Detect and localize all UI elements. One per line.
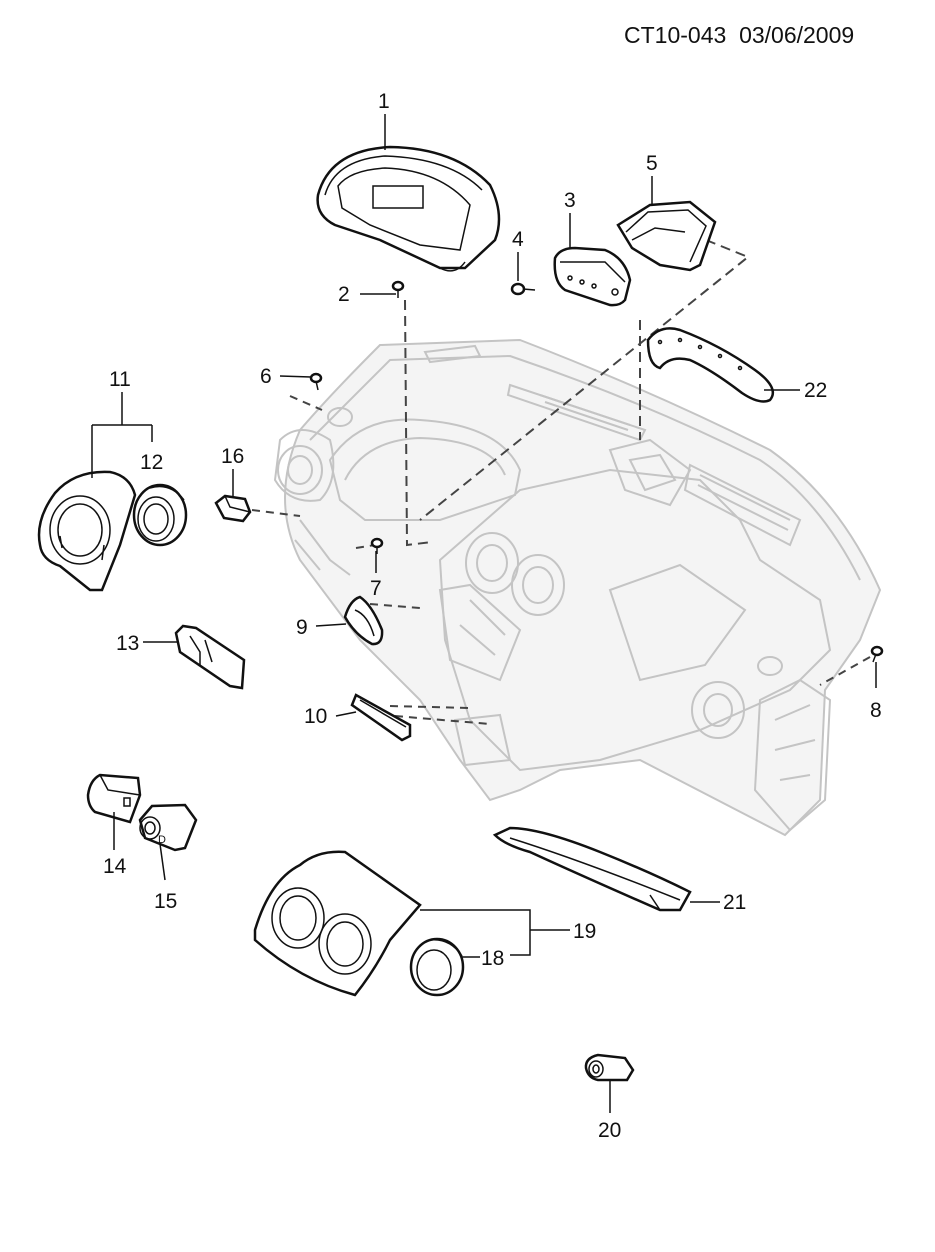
switch-bezel — [616, 200, 717, 272]
callout-15: 15 — [154, 890, 177, 913]
callout-labels: 1 2 3 4 5 6 7 8 9 10 11 12 13 14 15 16 1… — [103, 90, 882, 1142]
callout-6: 6 — [260, 365, 272, 388]
diagram-code: CT10-043 — [624, 22, 727, 48]
callout-1: 1 — [378, 90, 390, 113]
trim-strip-13 — [174, 624, 246, 690]
side-cover-9 — [343, 595, 384, 646]
screw-6 — [309, 372, 323, 391]
switch-module — [553, 246, 632, 307]
air-vent-12 — [132, 483, 188, 547]
diagram-header: CT10-043 03/06/2009 — [624, 22, 854, 49]
callout-20: 20 — [598, 1119, 621, 1142]
trim-piece-10 — [350, 693, 412, 742]
callout-8: 8 — [870, 699, 882, 722]
diagram-date: 03/06/2009 — [739, 22, 855, 48]
callout-16: 16 — [221, 445, 244, 468]
left-vent-housing — [37, 470, 137, 592]
callout-19: 19 — [573, 920, 596, 943]
trim-strip-21 — [492, 826, 692, 912]
callout-9: 9 — [296, 616, 308, 639]
callout-14: 14 — [103, 855, 127, 878]
switch-marking: D — [158, 834, 166, 846]
callout-11: 11 — [109, 368, 131, 391]
switch-16 — [214, 494, 252, 523]
assembly-lines — [251, 239, 871, 725]
callout-10: 10 — [304, 705, 327, 728]
screw-4 — [510, 282, 536, 296]
cover-plate — [646, 327, 775, 403]
callout-21: 21 — [723, 891, 746, 914]
screw-8 — [870, 645, 884, 663]
leader-lines — [91, 114, 877, 1113]
center-vent-housing — [253, 850, 422, 997]
switch-20 — [584, 1053, 635, 1082]
callout-7: 7 — [370, 577, 382, 600]
callout-12: 12 — [140, 451, 163, 474]
callout-5: 5 — [646, 152, 658, 175]
callout-22: 22 — [804, 379, 827, 402]
callout-18: 18 — [481, 947, 504, 970]
callout-4: 4 — [512, 228, 524, 251]
dashboard-panel — [273, 338, 882, 837]
switch-14 — [86, 773, 142, 824]
callout-13: 13 — [116, 632, 139, 655]
switch-15: D — [138, 803, 198, 852]
screw-7 — [370, 537, 384, 554]
screw-2 — [391, 280, 405, 298]
air-vent-18 — [409, 937, 465, 997]
callout-3: 3 — [564, 189, 576, 212]
callout-2: 2 — [338, 283, 350, 306]
instrument-cluster-hood — [316, 145, 501, 272]
